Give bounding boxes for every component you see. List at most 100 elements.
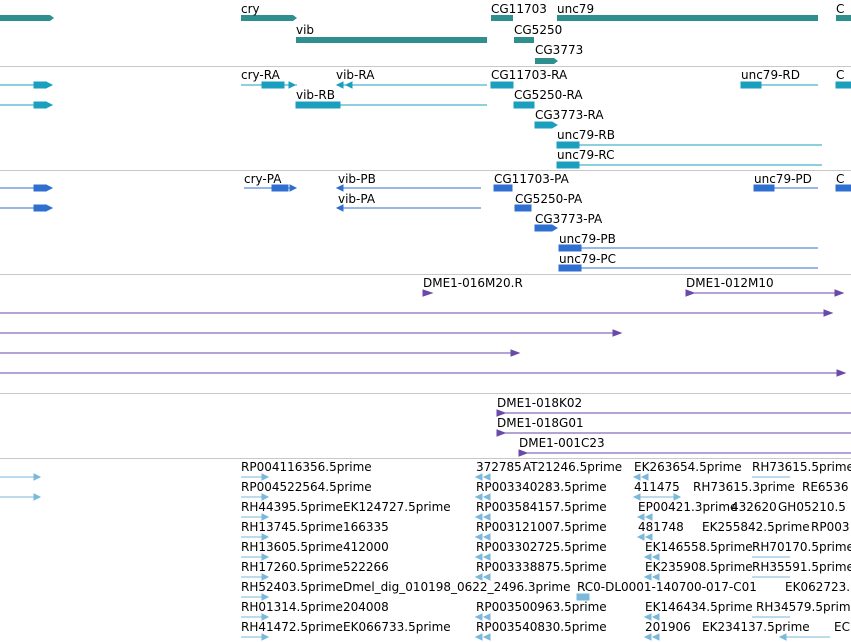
track-divider: [0, 458, 851, 459]
transcript-label-cg11703-ra[interactable]: CG11703-RA: [491, 68, 568, 82]
gene-track: cry vib CG11703 CG5250 CG3773 unc79 C: [0, 0, 851, 66]
est-label[interactable]: EK263654.5prime: [634, 460, 742, 474]
clone-label-dme1-018k02[interactable]: DME1-018K02: [497, 396, 583, 410]
est-track: RP004116356.5prime 372785 AT21246.5prime…: [0, 458, 851, 642]
est-label[interactable]: EK066733.5prime: [343, 620, 451, 634]
est-label[interactable]: 201906: [645, 620, 691, 634]
est-label[interactable]: EK255842.5prime: [702, 520, 810, 534]
gene-label-unc79[interactable]: unc79: [557, 2, 595, 16]
gene-label-cg5250[interactable]: CG5250: [514, 23, 563, 37]
est-label[interactable]: RP003340283.5prime: [476, 480, 607, 494]
gene-glyph-cg11703: [491, 15, 513, 21]
est-label[interactable]: RH44395.5prime: [241, 500, 343, 514]
protein-label-cry-pa[interactable]: cry-PA: [244, 172, 282, 186]
clone-label-dme1-001c23[interactable]: DME1-001C23: [519, 436, 605, 450]
est-label[interactable]: 522266: [343, 560, 389, 574]
protein-label-unc79-pc[interactable]: unc79-PC: [559, 252, 617, 266]
est-label[interactable]: RH70170.5prime: [752, 540, 851, 554]
gene-glyph-cg3773: [535, 58, 558, 64]
est-label[interactable]: EC: [834, 620, 850, 634]
est-label[interactable]: 412000: [343, 540, 389, 554]
gene-label-cry[interactable]: cry: [241, 2, 260, 16]
est-label[interactable]: EK146434.5prime: [645, 600, 753, 614]
protein-label-unc79-pd[interactable]: unc79-PD: [754, 172, 812, 186]
est-label[interactable]: RP003121007.5prime: [476, 520, 607, 534]
est-label[interactable]: EP00421.3prime: [638, 500, 738, 514]
est-glyphs: [0, 473, 830, 641]
gene-glyph-c: [836, 15, 851, 21]
transcript-label-vib-rb[interactable]: vib-RB: [296, 88, 335, 102]
transcript-label-vib-ra[interactable]: vib-RA: [336, 68, 375, 82]
protein-track: cry-PA vib-PB vib-PA CG11703-PA CG5250-P…: [0, 170, 851, 274]
est-label[interactable]: RP003: [811, 520, 850, 534]
transcript-cg11703-ra: [490, 81, 514, 89]
est-label[interactable]: RP004116356.5prime: [241, 460, 372, 474]
est-label[interactable]: 432620: [731, 500, 777, 514]
est-label[interactable]: 204008: [343, 600, 389, 614]
protein-label-c[interactable]: C: [836, 172, 845, 186]
est-label[interactable]: RH52403.5prime: [241, 580, 343, 594]
est-label[interactable]: EK146558.5prime: [645, 540, 753, 554]
est-label[interactable]: RE6536: [802, 480, 849, 494]
transcript-label-cg3773-ra[interactable]: CG3773-RA: [535, 108, 604, 122]
protein-cg3773-pa: [534, 224, 558, 232]
transcript-label-unc79-rd[interactable]: unc79-RD: [741, 68, 800, 82]
protein-label-cg5250-pa[interactable]: CG5250-PA: [515, 192, 583, 206]
est-label[interactable]: RP003302725.5prime: [476, 540, 607, 554]
clone-dme1-016m20r: [422, 289, 434, 297]
est-label[interactable]: RH41472.5prime: [241, 620, 343, 634]
transcript-label-unc79-rc[interactable]: unc79-RC: [557, 148, 615, 162]
est-label[interactable]: RP003584157.5prime: [476, 500, 607, 514]
est-label[interactable]: Dmel_dig_010198_0622_2496.3prime: [343, 580, 571, 594]
gene-label-vib[interactable]: vib: [296, 23, 315, 37]
est-label[interactable]: 411475: [634, 480, 680, 494]
est-label[interactable]: GH05210.5: [778, 500, 846, 514]
protein-label-cg3773-pa[interactable]: CG3773-PA: [535, 212, 603, 226]
est-label[interactable]: RH17260.5prime: [241, 560, 343, 574]
transcript-label-cry-ra[interactable]: cry-RA: [241, 68, 280, 82]
est-label[interactable]: EK235908.5prime: [645, 560, 753, 574]
protein-cg11703-pa: [493, 184, 513, 192]
protein-label-cg11703-pa[interactable]: CG11703-PA: [494, 172, 569, 186]
est-label[interactable]: AT21246.5prime: [523, 460, 623, 474]
transcript-track: cry-RA vib-RA vib-RB CG11703-RA CG5250-R…: [0, 66, 851, 170]
est-label[interactable]: 372785: [476, 460, 522, 474]
protein-label-vib-pa[interactable]: vib-PA: [338, 192, 376, 206]
est-label[interactable]: EK234137.5prime: [702, 620, 810, 634]
est-label[interactable]: RH01314.5prime: [241, 600, 343, 614]
gene-glyph: [0, 15, 54, 21]
clone-label-dme1-018g01[interactable]: DME1-018G01: [497, 416, 584, 430]
est-label[interactable]: RP003338875.5prime: [476, 560, 607, 574]
transcript-label-unc79-rb[interactable]: unc79-RB: [557, 128, 615, 142]
gene-glyph-cry: [241, 15, 297, 21]
gene-glyph-cg5250: [514, 37, 534, 43]
clone-label-dme1-012m10[interactable]: DME1-012M10: [686, 276, 774, 290]
transcript-label-cg5250-ra[interactable]: CG5250-RA: [514, 88, 583, 102]
est-label[interactable]: RP003540830.5prime: [476, 620, 607, 634]
est-label[interactable]: RH34579.5prime: [756, 600, 851, 614]
protein-label-vib-pb[interactable]: vib-PB: [338, 172, 376, 186]
est-label[interactable]: RP004522564.5prime: [241, 480, 372, 494]
gene-glyphs: [0, 15, 851, 64]
est-label[interactable]: RH13605.5prime: [241, 540, 343, 554]
protein-glyphs: [0, 184, 851, 272]
transcript-cg3773-ra: [534, 121, 558, 129]
protein-label-unc79-pb[interactable]: unc79-PB: [559, 232, 616, 246]
track-divider: [0, 66, 851, 67]
est-label[interactable]: RH73615.5prime: [752, 460, 851, 474]
est-label[interactable]: RH35591.5prime: [752, 560, 851, 574]
gene-label-c[interactable]: C: [836, 2, 845, 16]
gene-label-cg11703[interactable]: CG11703: [491, 2, 547, 16]
est-label[interactable]: 166335: [343, 520, 389, 534]
gene-label-cg3773[interactable]: CG3773: [535, 43, 584, 57]
clone-label-dme1-016m20r[interactable]: DME1-016M20.R: [423, 276, 523, 290]
est-label[interactable]: EK062723.: [785, 580, 851, 594]
transcript-label-c[interactable]: C: [836, 68, 845, 82]
transcript-glyphs: [0, 81, 851, 169]
est-label[interactable]: RH73615.3prime: [693, 480, 795, 494]
est-label[interactable]: RC0-DL0001-140700-017-C01: [577, 580, 757, 594]
est-label[interactable]: RP003500963.5prime: [476, 600, 607, 614]
est-label[interactable]: EK124727.5prime: [343, 500, 451, 514]
est-label[interactable]: RH13745.5prime: [241, 520, 343, 534]
est-label[interactable]: 481748: [638, 520, 684, 534]
